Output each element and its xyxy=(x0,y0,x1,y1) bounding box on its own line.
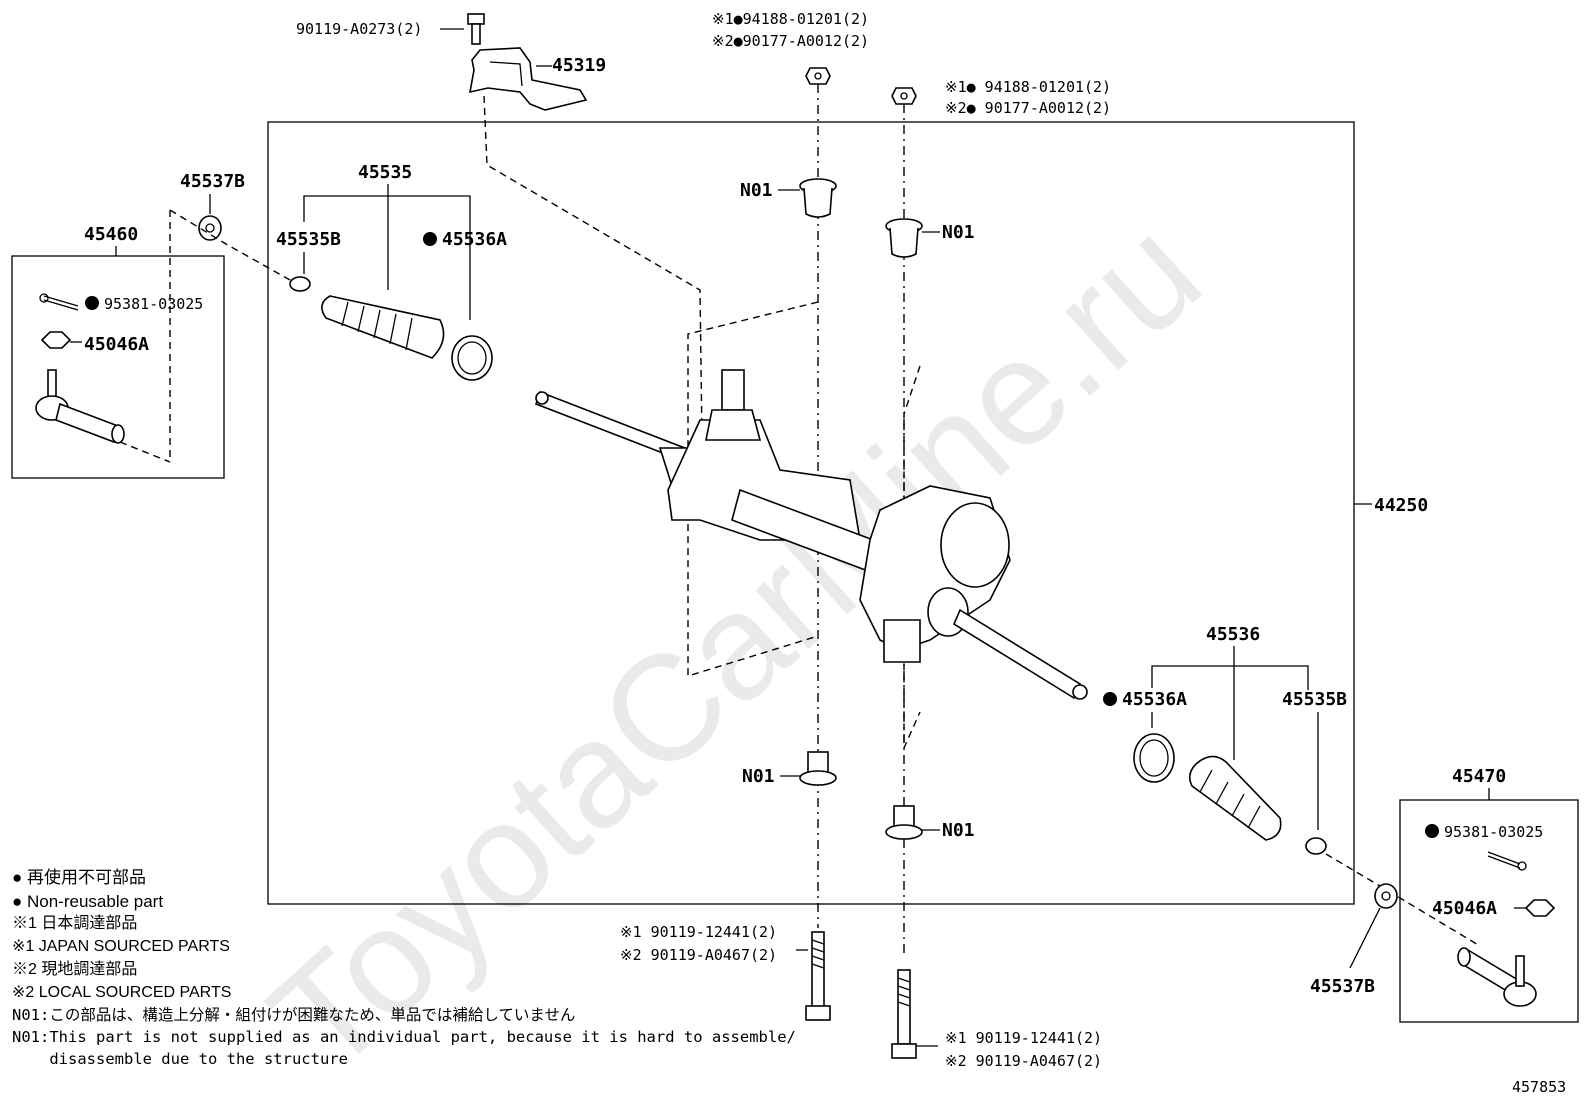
assembly-label[interactable]: 44250 xyxy=(1374,495,1428,516)
bolt-right-label-2[interactable]: ※2 90119-A0467(2) xyxy=(945,1052,1102,1070)
bolt-right-label-1[interactable]: ※1 90119-12441(2) xyxy=(945,1029,1102,1047)
left-band-nonreusable-dot xyxy=(423,232,437,246)
right-clamp-label[interactable]: 45537B xyxy=(1310,976,1375,997)
right-band-label[interactable]: 45536A xyxy=(1122,689,1187,710)
bolt-right-icon xyxy=(891,969,917,1059)
right-clamp-icon xyxy=(1374,883,1398,909)
bolt-left-label-2[interactable]: ※2 90119-A0467(2) xyxy=(620,946,777,964)
right-clip-label[interactable]: 45535B xyxy=(1282,689,1347,710)
right-nut-label[interactable]: 45046A xyxy=(1432,898,1497,919)
left-tie-rod-box xyxy=(11,255,225,479)
bolt-left-icon xyxy=(805,931,831,1021)
bracket-label[interactable]: 45319 xyxy=(552,55,606,76)
left-band-icon xyxy=(451,335,493,381)
left-boot-icon xyxy=(321,295,445,359)
nut-left-label-1[interactable]: ※1●94188-01201(2) xyxy=(712,10,869,28)
right-clip-icon xyxy=(1305,837,1327,855)
left-cotter-nonreusable-dot xyxy=(85,296,99,310)
left-clip-icon xyxy=(289,276,311,292)
right-cotter-label[interactable]: 95381-03025 xyxy=(1444,823,1543,841)
right-band-icon xyxy=(1133,733,1175,783)
left-boot-bracket xyxy=(303,195,471,320)
bushing-top-right-icon xyxy=(885,218,923,258)
legend-local-jp: ※2 現地調達部品 xyxy=(12,961,138,978)
legend-japan-jp: ※1 日本調達部品 xyxy=(12,915,138,932)
bushing-bottom-left-icon xyxy=(799,751,837,786)
left-clamp-icon xyxy=(198,215,222,241)
bushing-top-left-icon xyxy=(799,178,837,218)
legend-n01-en-cont: disassemble due to the structure xyxy=(12,1050,348,1068)
right-boot-bracket xyxy=(1151,665,1309,690)
left-box-label[interactable]: 45460 xyxy=(84,224,138,245)
n01-label-2[interactable]: N01 xyxy=(942,222,975,243)
left-band-label[interactable]: 45536A xyxy=(442,229,507,250)
right-castle-nut-icon xyxy=(1524,899,1556,917)
bracket-bolt-icon xyxy=(467,13,485,45)
nut-right-icon xyxy=(891,87,917,105)
left-cotter-label[interactable]: 95381-03025 xyxy=(104,295,203,313)
left-castle-nut-icon xyxy=(40,331,72,349)
legend-japan-en: ※1 JAPAN SOURCED PARTS xyxy=(12,938,230,955)
right-cotter-pin-icon xyxy=(1487,851,1527,871)
legend-nonreusable-jp: ● 再使用不可部品 xyxy=(12,868,146,887)
figure-number: 457853 xyxy=(1512,1078,1566,1096)
right-band-nonreusable-dot xyxy=(1103,692,1117,706)
left-clip-label[interactable]: 45535B xyxy=(276,229,341,250)
left-cotter-pin-icon xyxy=(39,293,79,311)
legend-local-en: ※2 LOCAL SOURCED PARTS xyxy=(12,984,232,1001)
right-boot-label[interactable]: 45536 xyxy=(1206,624,1260,645)
nut-left-icon xyxy=(805,67,831,85)
legend-nonreusable-en: ● Non-reusable part xyxy=(12,892,164,911)
n01-label-4[interactable]: N01 xyxy=(942,820,975,841)
left-nut-label[interactable]: 45046A xyxy=(84,334,149,355)
bracket-leader xyxy=(483,95,703,441)
legend-n01-jp: N01:この部品は、構造上分解・組付けが困難なため、単品では補給していません xyxy=(12,1006,576,1024)
right-tie-rod-end-icon xyxy=(1457,947,1537,1007)
n01-label-3[interactable]: N01 xyxy=(742,766,775,787)
right-cotter-nonreusable-dot xyxy=(1425,824,1439,838)
left-tie-rod-end-icon xyxy=(35,369,125,444)
nut-right-label-2[interactable]: ※2● 90177-A0012(2) xyxy=(945,99,1111,117)
left-boot-label[interactable]: 45535 xyxy=(358,162,412,183)
n01-label-1[interactable]: N01 xyxy=(740,180,773,201)
assembly-frame xyxy=(267,121,1355,905)
bolt-left-label-1[interactable]: ※1 90119-12441(2) xyxy=(620,923,777,941)
nut-right-label-1[interactable]: ※1● 94188-01201(2) xyxy=(945,78,1111,96)
nut-left-label-2[interactable]: ※2●90177-A0012(2) xyxy=(712,32,869,50)
bushing-bottom-right-icon xyxy=(885,805,923,840)
bracket-45319-icon xyxy=(468,47,588,111)
steering-rack-icon xyxy=(534,369,1088,700)
bracket-bolt-label[interactable]: 90119-A0273(2) xyxy=(296,20,422,38)
legend-n01-en: N01:This part is not supplied as an indi… xyxy=(12,1028,796,1046)
right-boot-icon xyxy=(1188,755,1282,841)
right-box-label[interactable]: 45470 xyxy=(1452,766,1506,787)
left-clamp-label[interactable]: 45537B xyxy=(180,171,245,192)
